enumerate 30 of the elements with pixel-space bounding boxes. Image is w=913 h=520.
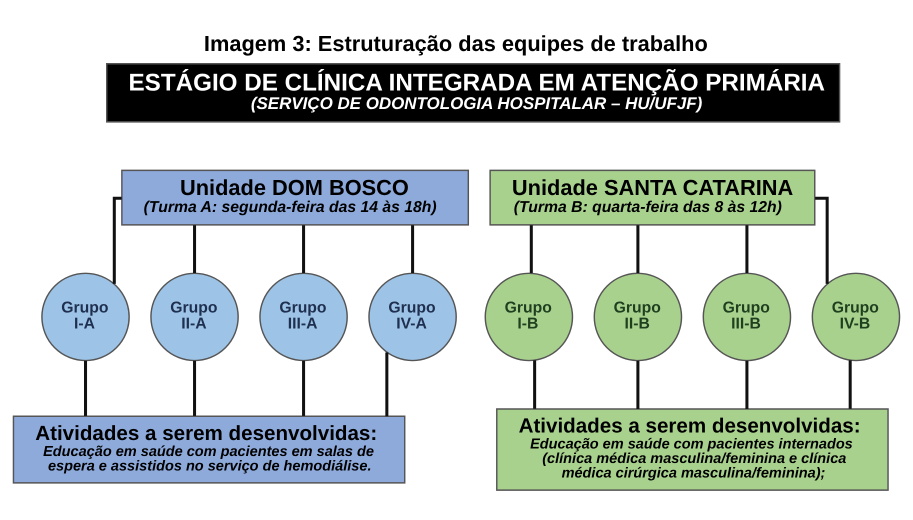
connector xyxy=(193,360,196,416)
node-box: Unidade DOM BOSCO (Turma A: segunda-feira das 14 às 18h) xyxy=(121,170,470,226)
node-circle: Grupo III-A xyxy=(259,272,348,362)
node-circle: Grupo II-B xyxy=(594,272,682,362)
connector xyxy=(84,360,88,416)
connector xyxy=(533,360,536,409)
node-box: ESTÁGIO DE CLÍNICA INTEGRADA EM ATENÇÃO PRIMÁRIA (SERVIÇO DE ODONTOLOGIA HOSPITALAR – HU/UFJF) xyxy=(106,63,840,123)
caption: Imagem 3: Estruturação das equipes de trabalho xyxy=(204,30,708,56)
node-circle: Grupo I-A xyxy=(41,272,130,362)
node-circle: Grupo IV-A xyxy=(368,272,457,362)
node-circle: Grupo III-B xyxy=(702,272,792,362)
connector xyxy=(302,360,306,416)
connector xyxy=(193,225,196,274)
connector xyxy=(385,352,388,416)
connector xyxy=(530,225,533,274)
connector xyxy=(815,196,829,284)
node-circle: Grupo II-A xyxy=(150,272,239,362)
connector xyxy=(112,196,122,284)
connector xyxy=(411,225,414,274)
connector xyxy=(636,225,640,274)
node-box: Atividades a serem desenvolvidas: Educação em saúde com pacientes internados (clínica médica masculina/feminina e clínica médica cirúrgica masculina/feminina); xyxy=(496,408,889,491)
node-circle: Grupo I-B xyxy=(484,272,574,362)
connector xyxy=(745,360,748,409)
connector xyxy=(745,225,748,274)
node-circle: Grupo IV-B xyxy=(812,272,900,362)
connector xyxy=(302,225,306,274)
node-box: Atividades a serem desenvolvidas: Educação em saúde com pacientes em salas de espera e assistidos no serviço de hemodiálise. xyxy=(12,416,406,484)
connector xyxy=(636,360,640,409)
node-box: Unidade SANTA CATARINA (Turma B: quarta-feira das 8 às 12h) xyxy=(489,170,816,226)
connector xyxy=(848,360,852,409)
